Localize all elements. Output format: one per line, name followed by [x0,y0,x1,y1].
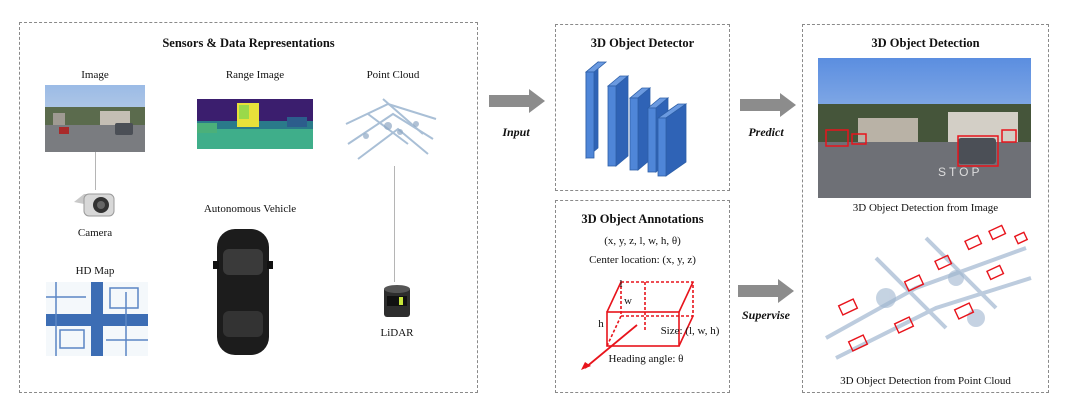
supervise-arrow [738,279,794,303]
input-label: Input [502,125,530,139]
point-cloud-thumbnail [345,98,437,160]
stop-road-text: STOP [938,165,982,179]
detection-title: 3D Object Detection [871,36,980,50]
point-cloud-detection-thumbnail [825,224,1032,360]
lidar-icon [384,285,410,317]
annotations-panel [555,200,730,393]
camera-connector-line [95,152,96,190]
heading-angle-label: Heading angle: θ [608,353,684,365]
predict-label: Predict [748,125,784,139]
autonomous-vehicle-icon [213,229,273,355]
point-cloud-label: Point Cloud [366,69,420,81]
image-detection-thumbnail: STOP [818,58,1031,198]
image-label: Image [81,69,109,81]
size-label: Size: (l, w, h) [660,325,720,337]
detector-title: 3D Object Detector [590,36,695,50]
supervise-label: Supervise [742,308,790,322]
range-image-label: Range Image [225,69,285,81]
annotations-title: 3D Object Annotations [581,212,704,226]
input-arrow [489,89,545,113]
range-image-thumbnail [197,99,313,149]
length-label: l [619,278,623,290]
hd-map-thumbnail [46,282,148,356]
detector-panel [555,24,730,191]
lidar-connector-line [394,166,395,282]
height-label: h [598,318,604,330]
autonomous-vehicle-label: Autonomous Vehicle [203,203,297,215]
camera-image-thumbnail [45,85,145,152]
camera-icon [74,193,115,217]
sensors-panel [19,22,478,393]
detector-layers-icon [584,61,688,177]
center-location-label: Center location: (x, y, z) [589,254,696,266]
predict-arrow [740,93,796,117]
width-label: w [624,295,632,307]
annotation-params: (x, y, z, l, w, h, θ) [604,235,681,247]
hd-map-label: HD Map [75,265,115,277]
detection-from-point-cloud-caption: 3D Object Detection from Point Cloud [840,375,1011,387]
detection-panel [802,24,1049,393]
bounding-box-diagram [581,281,694,370]
lidar-label: LiDAR [380,327,414,339]
sensors-title: Sensors & Data Representations [162,36,335,50]
detection-from-image-caption: 3D Object Detection from Image [852,202,999,214]
camera-label: Camera [77,227,113,239]
